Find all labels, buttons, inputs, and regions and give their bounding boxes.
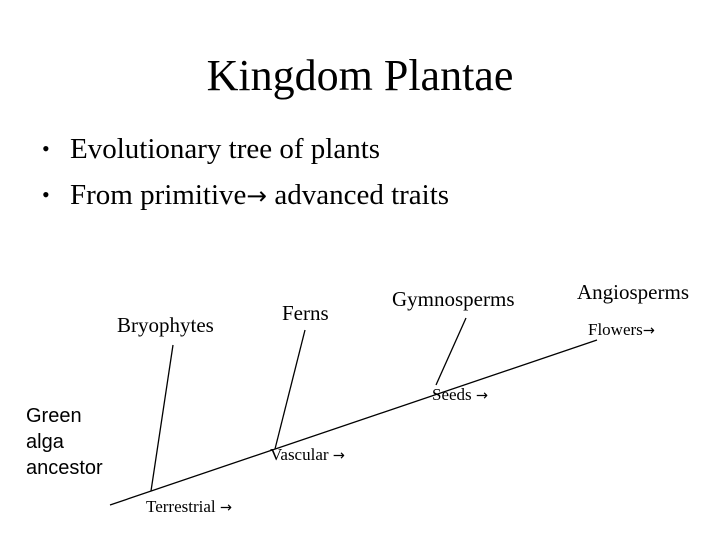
bullet-text-continued: advanced traits <box>267 179 450 211</box>
bullet-item: • From primitive→ advanced traits <box>40 172 449 219</box>
group-label-ferns: Ferns <box>282 301 329 325</box>
ancestor-label-line: Green <box>26 405 82 427</box>
tree-trunk <box>109 339 598 506</box>
branch-ferns <box>274 329 306 450</box>
ancestor-label-line: alga <box>26 431 64 453</box>
trait-label-vascular: Vascular → <box>270 445 345 465</box>
arrow-right-icon: → <box>475 388 489 404</box>
bullet-marker: • <box>42 182 50 207</box>
trait-label-seeds: Seeds → <box>432 385 488 405</box>
trait-text: Flowers <box>588 320 643 339</box>
bullet-text: Evolutionary tree of plants <box>70 133 381 165</box>
trait-label-flowers: Flowers→ <box>588 320 655 340</box>
bullet-text: From primitive <box>70 179 247 211</box>
arrow-right-icon: → <box>219 500 232 516</box>
branch-gymnosperms <box>435 317 467 386</box>
trait-label-terrestrial: Terrestrial → <box>146 497 232 517</box>
ancestor-label: Green alga ancestor <box>26 403 103 481</box>
arrow-right-icon: → <box>642 323 655 339</box>
arrow-right-icon: → <box>246 181 268 210</box>
trait-text: Vascular <box>270 445 329 464</box>
arrow-right-icon: → <box>332 448 345 464</box>
trait-text: Terrestrial <box>146 497 216 516</box>
bullet-marker: • <box>42 136 50 161</box>
slide-title: Kingdom Plantae <box>206 51 514 100</box>
group-label-bryophytes: Bryophytes <box>117 313 214 337</box>
group-label-gymnosperms: Gymnosperms <box>392 287 515 311</box>
branch-bryophytes <box>150 344 174 492</box>
trait-text: Seeds <box>432 385 472 404</box>
bullet-item: • Evolutionary tree of plants <box>40 126 449 172</box>
ancestor-label-line: ancestor <box>26 457 103 479</box>
bullet-list: • Evolutionary tree of plants • From pri… <box>40 126 449 219</box>
group-label-angiosperms: Angiosperms <box>577 280 689 304</box>
